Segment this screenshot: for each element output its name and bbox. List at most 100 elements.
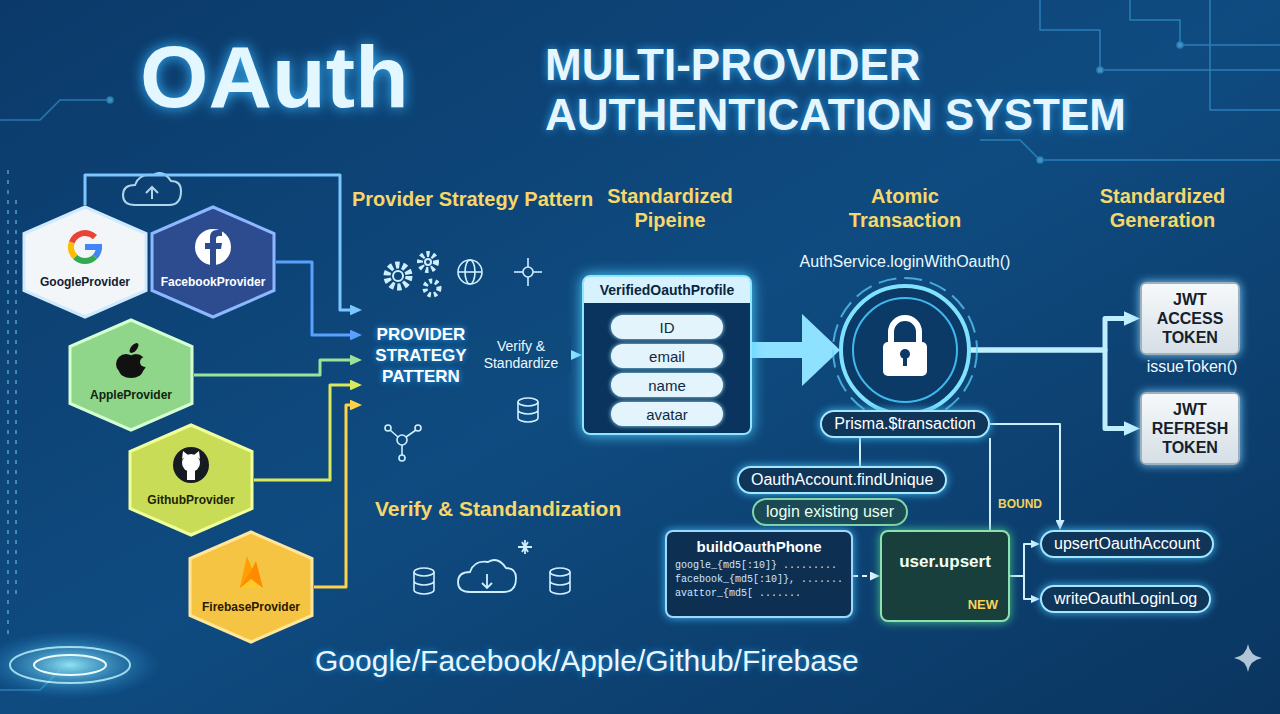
provider-logo-part bbox=[68, 241, 77, 259]
provider-logo-part bbox=[69, 230, 97, 243]
lock-icon-part-part bbox=[903, 356, 907, 366]
method-pill: upsertOauthAccount bbox=[1040, 530, 1214, 558]
method-pill: name bbox=[611, 373, 723, 397]
database-icons bbox=[414, 398, 570, 594]
glow-platform-part bbox=[0, 631, 160, 699]
provider-logo-part bbox=[240, 557, 252, 588]
node-text: PROVIDER STRATEGY PATTERN bbox=[362, 324, 480, 387]
method-pill: login existing user bbox=[752, 498, 908, 526]
main-title: OAuth bbox=[140, 26, 409, 128]
hexagon-shape bbox=[22, 205, 148, 319]
lock-icon-part-part bbox=[883, 342, 927, 376]
lock-icon-part bbox=[841, 286, 969, 414]
status-tag: BOUND bbox=[998, 497, 1042, 511]
gear-icons-part bbox=[425, 259, 431, 265]
method-pill: writeOauthLoginLog bbox=[1040, 585, 1211, 613]
provider-hexagon: FirebaseProvider bbox=[188, 530, 314, 644]
connector bbox=[989, 438, 991, 530]
circuit-lines-part bbox=[1097, 67, 1103, 73]
hexagon-shape bbox=[128, 423, 254, 537]
provider-hexagon: FacebookProvider bbox=[150, 205, 276, 319]
node-text: GoogleProvider bbox=[40, 275, 130, 289]
provider-logo-part bbox=[194, 451, 200, 459]
node-text: FacebookProvider bbox=[161, 275, 266, 289]
edge-label: Verify & Standardize bbox=[471, 336, 571, 374]
node-text: login existing user bbox=[766, 503, 894, 521]
connector bbox=[1010, 576, 1031, 599]
hexagon-shape bbox=[150, 205, 276, 319]
provider-hexagon: GoogleProvider bbox=[22, 205, 148, 319]
column-heading: Standardized Generation bbox=[1080, 184, 1245, 232]
side-dashes-part bbox=[7, 170, 9, 640]
column-heading: Standardized Pipeine bbox=[595, 184, 745, 232]
hexagon-shape-part bbox=[130, 425, 252, 535]
cloud-icon bbox=[458, 540, 532, 592]
hexagon-shape-part bbox=[152, 207, 274, 317]
circuit-lines-part bbox=[107, 97, 113, 103]
connector bbox=[752, 342, 802, 358]
node-text: JWT ACCESS TOKEN bbox=[1146, 290, 1234, 347]
lock-circle: AuthService.loginWithOauth() bbox=[840, 285, 970, 415]
provider-logo-part bbox=[73, 255, 97, 264]
provider-logo bbox=[116, 341, 150, 378]
node-detail: google_{md5[:10]} ......... bbox=[675, 559, 843, 573]
code-box: buildOauthPhone google_{md5[:10]} .......… bbox=[665, 530, 853, 618]
circuit-lines-part bbox=[0, 100, 110, 120]
gear-icons bbox=[387, 254, 439, 295]
lock-icon bbox=[830, 275, 980, 425]
lock-icon-part bbox=[853, 298, 957, 402]
provider-logo bbox=[195, 229, 231, 265]
node-detail: facebook_{md5[:10]}, ....... bbox=[675, 573, 843, 587]
provider-logo bbox=[68, 230, 102, 264]
network-icon-part bbox=[533, 271, 542, 273]
provider-logo-part bbox=[195, 229, 231, 265]
glow-platform-part bbox=[34, 655, 106, 675]
network-icon-part bbox=[527, 277, 529, 286]
method-pill: avatar bbox=[611, 402, 723, 426]
provider-logo-part bbox=[205, 230, 222, 265]
provider-logo-part bbox=[140, 357, 150, 367]
network-icon-part bbox=[514, 271, 523, 273]
provider-list: Google/Facebook/Apple/Github/Firebase bbox=[315, 644, 859, 678]
globe-icon-part bbox=[458, 271, 482, 273]
node-text: buildOauthPhone bbox=[675, 538, 843, 555]
node-text: AuthService.loginWithOauth() bbox=[800, 253, 1011, 271]
gear-icons-part bbox=[425, 281, 439, 295]
node-detail: NEW bbox=[968, 597, 998, 612]
connector bbox=[990, 424, 1060, 520]
circuit-lines-part bbox=[1177, 42, 1183, 48]
provider-logo-part bbox=[85, 244, 102, 250]
node-text: writeOauthLoginLog bbox=[1054, 590, 1197, 608]
database-icons-part bbox=[414, 568, 434, 576]
lock-icon-part bbox=[883, 318, 927, 376]
provider-logo-part bbox=[182, 451, 188, 459]
provider-logo-part bbox=[187, 470, 195, 480]
node-text: AppleProvider bbox=[90, 388, 172, 402]
column-heading: Atomic Transaction bbox=[835, 184, 975, 232]
database-icons-part bbox=[550, 572, 570, 594]
glow-platform bbox=[0, 631, 160, 699]
circuit-lines-part bbox=[1040, 0, 1280, 70]
globe-icon bbox=[458, 260, 482, 284]
network-icon-part bbox=[401, 445, 403, 455]
provider-hexagon: GithubProvider bbox=[128, 423, 254, 537]
network-icon-part bbox=[406, 430, 416, 437]
side-dashes-part bbox=[15, 200, 17, 600]
provider-logo-part bbox=[240, 557, 263, 588]
connector bbox=[1010, 544, 1031, 576]
cloud-icon-part bbox=[146, 187, 158, 199]
globe-icon-part bbox=[458, 260, 482, 284]
gear-icons-part bbox=[393, 271, 403, 281]
sparkle-part bbox=[1234, 644, 1262, 672]
network-icon-part bbox=[399, 455, 405, 461]
circuit-lines-part bbox=[1210, 0, 1280, 110]
provider-logo-part bbox=[119, 362, 143, 378]
sparkle bbox=[1234, 644, 1262, 672]
connector bbox=[314, 405, 350, 587]
connector bbox=[970, 319, 1124, 351]
side-dashes bbox=[8, 170, 16, 640]
hexagon-shape-part bbox=[190, 532, 312, 642]
circuit-lines-part bbox=[980, 140, 1280, 160]
